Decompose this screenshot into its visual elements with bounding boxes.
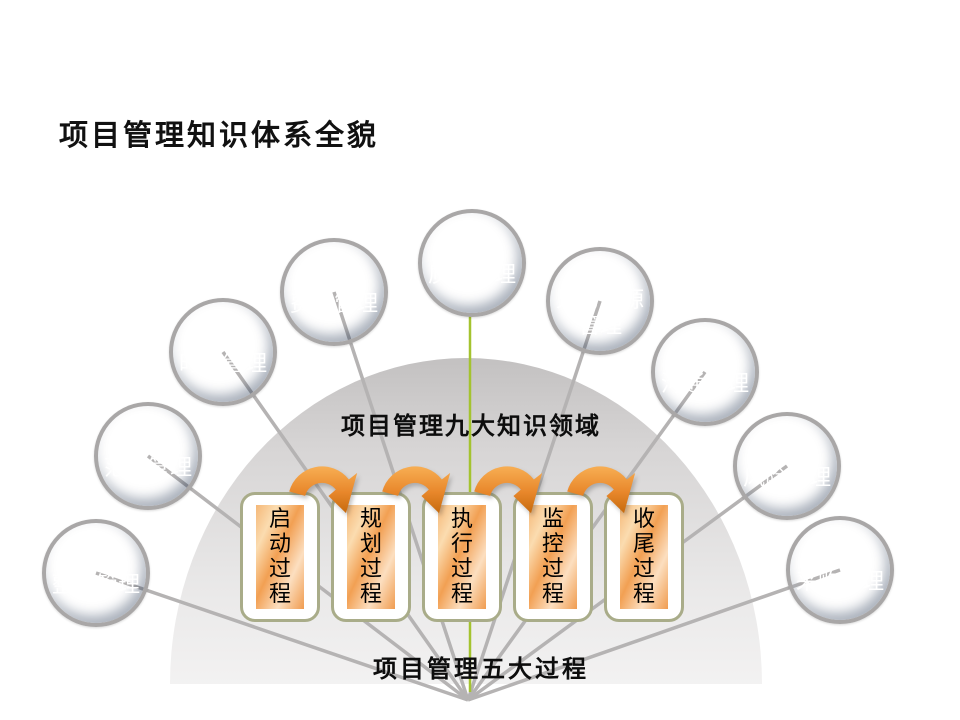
- knowledge-area-label: 质量管理: [427, 261, 516, 287]
- knowledge-area-number: 9: [834, 544, 846, 568]
- knowledge-area-number: 7: [699, 346, 711, 370]
- knowledge-area-number: 5: [466, 237, 478, 261]
- knowledge-area-label: 风险管理: [742, 464, 831, 490]
- cycle-arrow-icon: [382, 466, 451, 514]
- knowledge-area-label: 人力资源管理: [555, 286, 644, 338]
- knowledge-area-number: 6: [594, 262, 606, 286]
- slide-title: 项目管理知识体系全貌: [59, 120, 380, 152]
- knowledge-areas-caption: 项目管理九大知识领域: [341, 413, 601, 440]
- five-processes-caption: 项目管理五大过程: [373, 656, 589, 683]
- knowledge-area-number: 3: [217, 326, 229, 350]
- process-box-fill: 监控过程: [529, 505, 577, 609]
- cycle-arrow-icon: [474, 466, 543, 514]
- knowledge-area-label: 整体管理: [51, 571, 140, 597]
- process-label: 启动过程: [268, 506, 291, 606]
- knowledge-area-label: 采购管理: [795, 568, 884, 594]
- process-label: 规划过程: [359, 506, 382, 606]
- process-box-fill: 规划过程: [347, 505, 395, 609]
- process-box-fill: 启动过程: [256, 505, 304, 609]
- knowledge-area-number: 8: [781, 440, 793, 464]
- knowledge-area-number: 2: [142, 430, 154, 454]
- knowledge-area-number: 1: [90, 547, 102, 571]
- process-label: 收尾过程: [632, 506, 655, 606]
- process-label: 执行过程: [450, 506, 473, 606]
- process-box-fill: 收尾过程: [620, 505, 668, 609]
- cycle-arrow-icon: [567, 466, 636, 514]
- knowledge-area-number: 4: [328, 266, 340, 290]
- process-label: 监控过程: [541, 506, 564, 606]
- knowledge-area-label: 时间管理: [178, 350, 267, 376]
- knowledge-area-label: 费用管理: [289, 290, 378, 316]
- cycle-arrow-icon: [289, 466, 358, 514]
- process-box-fill: 执行过程: [438, 505, 486, 609]
- knowledge-area-label: 沟通管理: [660, 370, 749, 396]
- knowledge-area-label: 范围管理: [103, 454, 192, 480]
